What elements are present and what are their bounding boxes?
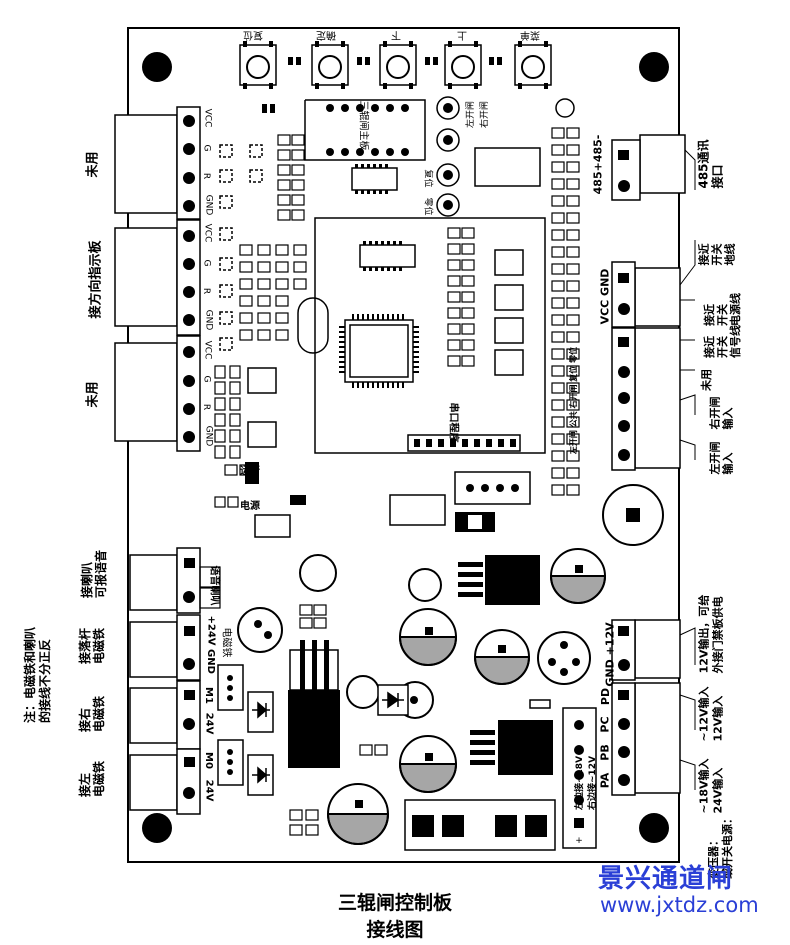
mcu-chip — [339, 314, 419, 388]
out12v-pins: GND +12V — [603, 622, 617, 687]
conn3-pin-r: R — [201, 403, 212, 411]
conn1-pin-g: G — [201, 144, 212, 152]
conn2-pin-vcc: VCC — [202, 223, 213, 243]
conn3-pin-gnd: GND — [203, 425, 214, 447]
rs485-label: 485通讯 接口 — [696, 139, 725, 189]
watermark-url[interactable]: www.jxtdz.com — [600, 893, 759, 917]
left-open-tag: 左开闸 — [466, 100, 477, 129]
button-label-confirm: 确定 — [316, 29, 336, 40]
mount-hole-tr — [639, 52, 669, 82]
conn2-label: 接方向指示板 — [88, 240, 104, 319]
out12v-label: 12V输出，可给 外接门禁板供电 — [697, 594, 725, 674]
supply-note-2: 右边接~12V — [588, 755, 598, 810]
svg-text:+: + — [575, 836, 583, 846]
speaker-pins: 语音喇叭 — [208, 565, 220, 606]
conn2-pin-r: R — [201, 287, 212, 295]
proximity-signal-label: 接近 开关 信号线 — [703, 325, 742, 358]
ac-12v-label: ~12V输入 12V输入 — [697, 686, 725, 742]
right-magnet-pin-m1: M1 — [202, 687, 214, 704]
ac-pin-pb: PB — [598, 744, 612, 761]
page-subtitle: 接线图 — [366, 919, 424, 941]
proximity-power-label: 接近 开关 电源线 — [703, 293, 742, 326]
lock-label: 接落杆 电磁铁 — [78, 627, 107, 665]
supply-note-1: 左边接~18V — [575, 755, 585, 810]
conn1-pin-vcc: VCC — [202, 108, 213, 128]
proximity-pins: VCC GND — [598, 268, 612, 325]
conn1-pin-gnd: GND — [203, 194, 214, 216]
chip-label: 三辊闸主板 — [357, 100, 369, 151]
rs485-pins: 485+485- — [591, 134, 605, 195]
lock-pin-gnd: GND — [204, 649, 216, 674]
button-label-down: 下 — [391, 29, 401, 40]
conn3-pin-g: G — [201, 375, 212, 383]
zero-tag: 零位 — [422, 197, 433, 216]
right-connectors — [611, 134, 686, 796]
conn3-label: 未用 — [85, 381, 101, 408]
watermark-brand: 景兴通道闸 — [598, 864, 734, 894]
ac-pin-pc: PC — [598, 716, 612, 733]
signal-pins: 左开闸 公共 右开闸 复位 零位 — [569, 346, 579, 455]
left-open-input-label: 左开闸 输入 — [708, 441, 735, 475]
right-magnet-label: 接右 电磁铁 — [78, 695, 107, 733]
conn3-pin-vcc: VCC — [202, 340, 213, 360]
conn1-label: 未用 — [85, 151, 101, 178]
conn2-pin-g: G — [201, 259, 212, 267]
power-led-label: 电源 — [240, 501, 260, 512]
note: 注：电磁铁和喇叭 的接线不分正反 — [23, 626, 53, 724]
lock-board-tag: 电磁铁 — [220, 627, 232, 658]
right-open-input-label: 右开闸 输入 — [708, 396, 735, 430]
ac-pin-pa: PA — [598, 772, 612, 789]
page-title: 三辊闸控制板 — [337, 892, 452, 914]
button-label-up: 上 — [457, 29, 467, 40]
proximity-ground-label: 接近 开关 地线 — [697, 243, 737, 266]
right-magnet-pin-24v: 24V — [203, 712, 215, 735]
left-magnet-label: 接左 电磁铁 — [78, 760, 107, 798]
button-label-menu: 菜单 — [520, 29, 540, 40]
speaker-label: 接喇叭 可报语音 — [80, 549, 109, 599]
button-label-reset: 复位 — [243, 29, 263, 40]
conn1-pin-r: R — [201, 172, 212, 180]
mount-hole-tl — [142, 52, 172, 82]
top-buttons — [239, 41, 552, 89]
left-magnet-pin-24v: 24V — [203, 779, 215, 802]
mount-hole-br — [639, 813, 669, 843]
serial-port-tag: 串口程序 — [447, 402, 459, 443]
ac-pin-pd: PD — [599, 687, 613, 706]
reset-tag: 复位 — [422, 169, 433, 188]
left-connectors — [114, 106, 201, 815]
left-magnet-pin-m0: M0 — [202, 752, 214, 769]
right-open-tag: 右开闸 — [480, 100, 491, 129]
conn2-pin-gnd: GND — [203, 309, 214, 331]
mount-hole-bl — [142, 813, 172, 843]
run-led-label: 运行 — [240, 466, 260, 477]
ac-18v-label: ~18V输入 24V输入 — [697, 758, 725, 814]
unused-label: 未用 — [700, 369, 713, 391]
lock-pin-24v: +24V — [205, 615, 217, 646]
